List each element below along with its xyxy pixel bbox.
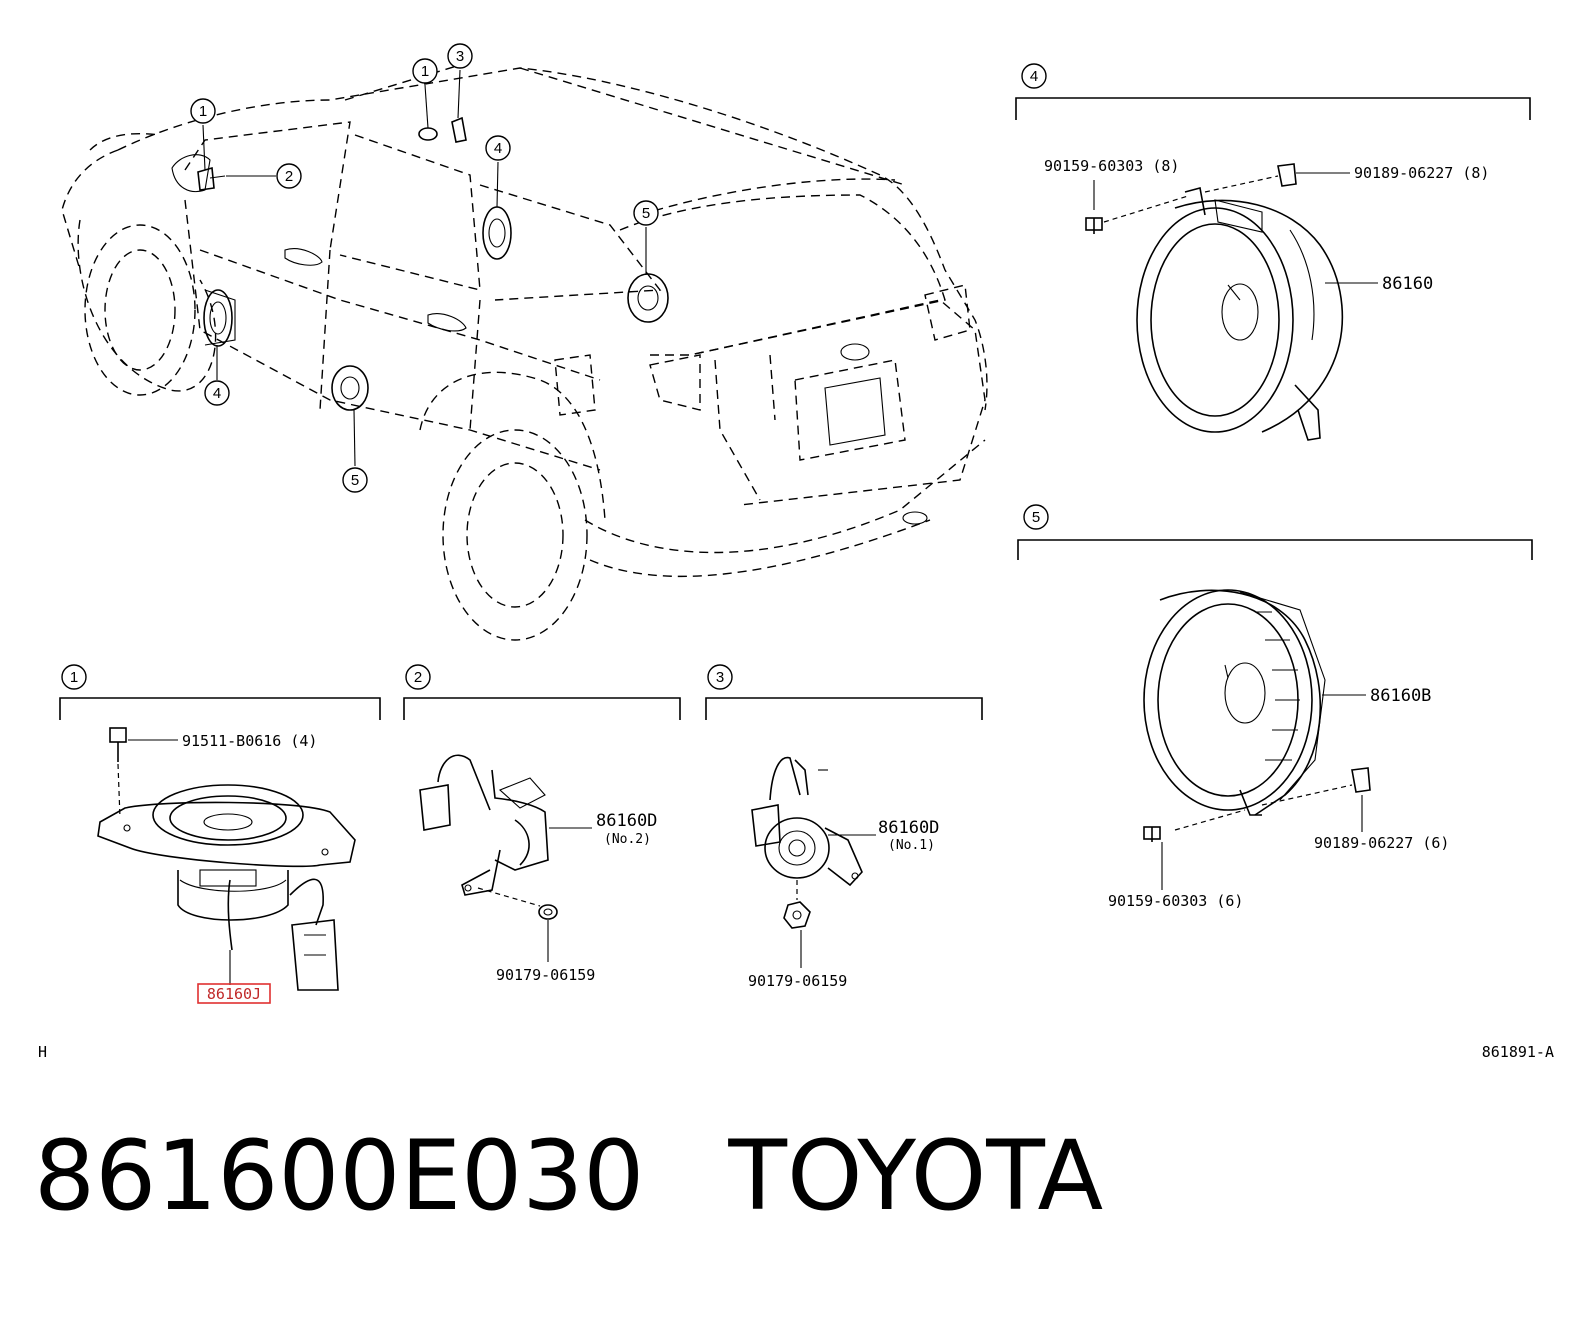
panel-callout: 2 xyxy=(414,669,422,686)
callout-2: 2 xyxy=(276,163,302,189)
panel-callout: 1 xyxy=(70,669,78,686)
clip-label: 90189-06227 (6) xyxy=(1314,834,1449,852)
panel-bracket xyxy=(403,697,681,720)
callout-label: 3 xyxy=(456,48,464,65)
panel-bracket xyxy=(1015,97,1531,120)
callout-3: 3 xyxy=(447,43,473,69)
highlight-box xyxy=(197,983,271,1004)
clip-90189-06227 xyxy=(1277,163,1297,187)
callout-4: 4 xyxy=(204,380,230,406)
vehicle-speakers xyxy=(197,116,669,411)
vehicle-illustration xyxy=(61,61,988,641)
part-sublabel: (No.2) xyxy=(604,832,651,847)
speaker-86160B xyxy=(1143,589,1326,816)
callout-label: 1 xyxy=(199,103,207,120)
speaker-86160J xyxy=(97,784,356,991)
callout-5: 5 xyxy=(633,200,659,226)
callout-1: 1 xyxy=(190,98,216,124)
callout-label: 5 xyxy=(351,472,359,489)
callout-label: 1 xyxy=(421,63,429,80)
footer-left-code: H xyxy=(38,1043,47,1061)
panel-bracket xyxy=(705,697,983,720)
callout-label: 4 xyxy=(213,385,221,402)
callout-1: 1 xyxy=(412,58,438,84)
part-label: 86160 xyxy=(1382,274,1433,294)
bolt-label: 90159-60303 (8) xyxy=(1044,157,1179,175)
clip-label: 90189-06227 (8) xyxy=(1354,164,1489,182)
part-label: 86160B xyxy=(1370,686,1431,706)
panel-callout: 5 xyxy=(1032,509,1040,526)
part-label: 86160D xyxy=(596,811,657,831)
bolt-91511-B0616 xyxy=(109,727,127,762)
panel-callout: 4 xyxy=(1030,68,1038,85)
part-label: 86160D xyxy=(878,818,939,838)
panel-bracket xyxy=(59,697,381,720)
callout-label: 2 xyxy=(285,168,293,185)
callout-label: 4 xyxy=(494,140,502,157)
panel-5: 5 86160B 90189-06227 (6) 90159-60303 (6) xyxy=(1017,504,1533,910)
part-sublabel: (No.1) xyxy=(888,838,935,853)
panel-1: 1 91511-B0616 (4) 8616 xyxy=(59,664,381,1004)
bolt-90159-60303 xyxy=(1085,217,1103,234)
nut-label: 90179-06159 xyxy=(748,972,847,990)
callout-label: 5 xyxy=(642,205,650,222)
panel-2: 2 86160D (No.2) 90179-06159 xyxy=(403,664,681,984)
brand-name: TOYOTA xyxy=(728,1120,1104,1232)
panel-bracket xyxy=(1017,539,1533,560)
panel-4: 4 90159-60303 (8) 90189-06227 (8) xyxy=(1015,63,1531,441)
panel-3: 3 86160D (No.1) 90179-06159 xyxy=(705,664,983,990)
nut-90179-06159 xyxy=(538,904,558,920)
vehicle-callouts: 1 2 1 3 4 5 4 5 xyxy=(190,43,659,493)
nut-90179-06159 xyxy=(783,901,811,929)
footer-right-code: 861891-A xyxy=(1482,1043,1554,1061)
callout-5: 5 xyxy=(342,467,368,493)
clip-90189-06227 xyxy=(1351,767,1371,793)
callout-4: 4 xyxy=(485,135,511,161)
part-86160J-highlight[interactable]: 86160J xyxy=(197,983,271,1004)
part-label: 86160J xyxy=(207,985,261,1003)
bolt-label: 91511-B0616 (4) xyxy=(182,732,317,750)
speaker-86160 xyxy=(1136,187,1344,441)
vehicle-leader-lines xyxy=(202,69,647,467)
bolt-label: 90159-60303 (6) xyxy=(1108,892,1243,910)
part-number: 861600E030 xyxy=(34,1120,645,1232)
nut-label: 90179-06159 xyxy=(496,966,595,984)
panel-callout: 3 xyxy=(716,669,724,686)
tweeter-86160D-no1 xyxy=(751,756,863,887)
bolt-90159-60303 xyxy=(1143,826,1161,842)
tweeter-86160D-no2 xyxy=(419,754,549,896)
